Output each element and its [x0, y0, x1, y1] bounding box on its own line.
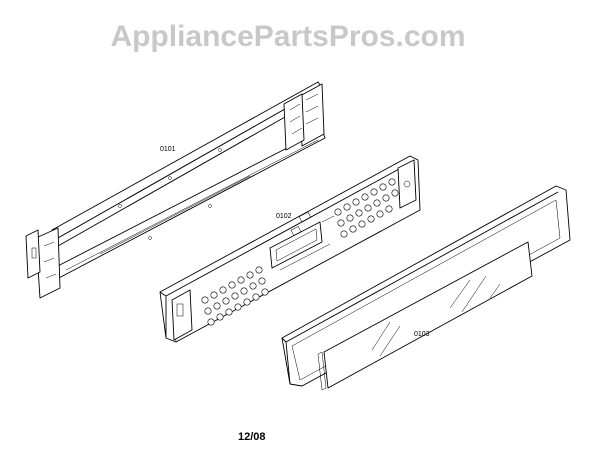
part-label-0101: 0101	[160, 146, 176, 153]
date-code: 12/08	[238, 431, 266, 443]
part-label-0103: 0103	[414, 331, 430, 338]
part-0102-control-board	[159, 155, 421, 343]
right-key-cluster	[334, 178, 399, 238]
part-0103-front-panel	[281, 185, 571, 391]
watermark: AppliancePartsPros.com	[110, 20, 465, 53]
part-label-0102: 0102	[276, 213, 292, 220]
part-0101-frame	[25, 81, 326, 299]
left-key-cluster	[201, 266, 269, 326]
